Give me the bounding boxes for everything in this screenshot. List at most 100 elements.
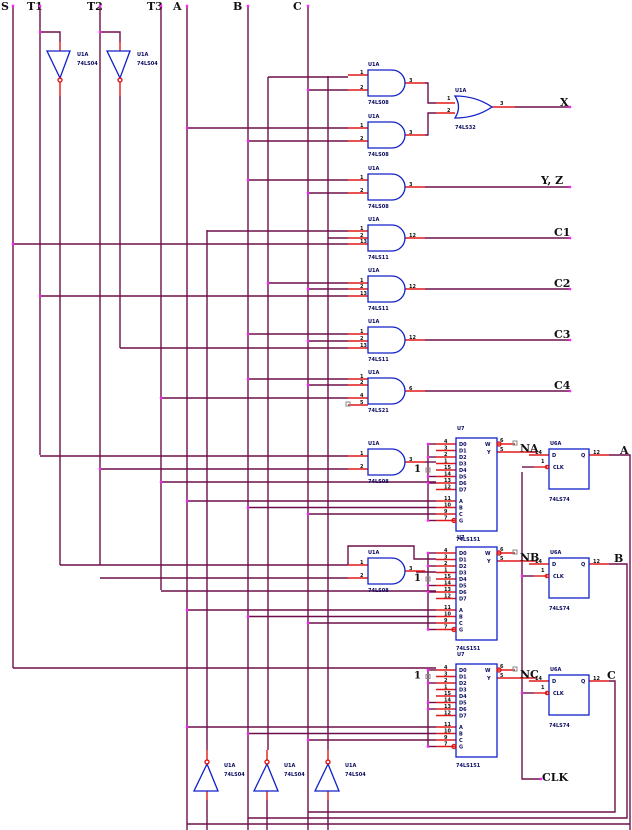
junction-dot — [520, 574, 524, 578]
pin-name: D4 — [459, 694, 467, 700]
part-type: 74LS08 — [368, 204, 389, 210]
clock-bubble — [544, 464, 550, 470]
inverter-b[interactable]: U1A 74LS04 — [252, 759, 305, 792]
pin-name: D7 — [459, 488, 467, 494]
pin-name: D2 — [459, 564, 467, 570]
junction-dot — [185, 608, 189, 612]
part-type: 74LS08 — [368, 479, 389, 485]
pin-number: 10 — [444, 729, 451, 735]
pin-number: 2 — [360, 464, 364, 470]
pin-number: 5 — [360, 400, 364, 406]
and-gate-symbol — [367, 121, 406, 149]
pin-number: 1 — [360, 278, 364, 284]
net-label-na: NA — [520, 442, 539, 455]
junction-dot — [266, 281, 270, 285]
junction-dot — [185, 725, 189, 729]
pin-number: 1 — [360, 123, 364, 129]
constant-one-label: 1 — [414, 464, 421, 475]
inverter-t1[interactable]: U1A 74LS04 — [45, 50, 98, 83]
pin-name: D6 — [459, 707, 467, 713]
pin-number: 7 — [444, 625, 448, 631]
or-gate-x[interactable]: U1A 74LS32 1 2 3 — [447, 88, 504, 131]
pin-number: 14 — [535, 559, 542, 565]
junction-dot — [568, 389, 572, 393]
pin-name: D0 — [459, 551, 467, 557]
junction-dot — [306, 287, 310, 291]
junction-dot — [185, 499, 189, 503]
output-label-c: C — [607, 669, 616, 682]
constant-one-label: 1 — [414, 671, 421, 682]
junction-dot — [185, 4, 189, 8]
part-type: 74LS74 — [549, 723, 570, 729]
pin-name: W — [485, 442, 491, 448]
pin-number: 2 — [444, 452, 448, 458]
pin-number: 4 — [444, 665, 448, 671]
pin-name: Y — [486, 559, 491, 565]
pin-name: D3 — [459, 688, 467, 694]
pin-number: 3 — [444, 555, 448, 561]
output-label-c4: C4 — [554, 379, 571, 392]
pin-name: G — [459, 745, 463, 751]
junction-dot — [426, 481, 430, 485]
inverter-a[interactable]: U1A 74LS04 — [192, 759, 245, 792]
active-low-bubble — [451, 743, 457, 750]
pin-number: 6 — [500, 438, 504, 444]
pin-name-q: Q — [581, 679, 585, 685]
feedback-a — [609, 454, 631, 830]
inverter-t2[interactable]: U1A 74LS04 — [105, 50, 158, 83]
junction-dot — [246, 615, 250, 618]
part-ref: U1A — [368, 217, 380, 223]
pin-number: 13 — [444, 478, 451, 484]
output-label-c1: C1 — [554, 226, 570, 239]
pin-number: 1 — [541, 568, 545, 574]
pin-name-d: D — [552, 453, 556, 459]
inverter-c[interactable]: U1A 74LS04 — [313, 759, 366, 792]
part-ref: U1A — [368, 114, 380, 120]
pin-name: D7 — [459, 714, 467, 720]
part-ref: U1A — [368, 441, 380, 447]
pin-wires — [59, 42, 609, 800]
part-type: 74LS11 — [368, 306, 389, 312]
pin-number: 1 — [444, 459, 448, 465]
pin-name-clk: CLK — [553, 465, 565, 471]
no-connect — [512, 666, 518, 672]
part-ref: U1A — [368, 268, 380, 274]
and-gate-symbol — [367, 173, 406, 201]
pin-name: D2 — [459, 455, 467, 461]
pin-name: D5 — [459, 584, 467, 590]
pin-name: D6 — [459, 481, 467, 487]
clock-bubble — [544, 690, 550, 696]
part-type: 74LS74 — [549, 606, 570, 612]
junction-dot — [426, 551, 430, 555]
pin-number: 6 — [500, 547, 504, 553]
net-label-nc: NC — [520, 668, 539, 681]
output-label-c2: C2 — [554, 277, 570, 290]
output-label-a: A — [619, 444, 629, 457]
junction-dots — [11, 4, 572, 781]
pin-name: D1 — [459, 558, 467, 564]
pin-number: 1 — [360, 560, 364, 566]
part-type: 74LS21 — [368, 408, 389, 414]
wires — [12, 6, 631, 830]
part-ref: U1A — [455, 88, 467, 94]
pin-number: 2 — [447, 108, 451, 114]
part-type: 74LS04 — [284, 772, 305, 778]
junction-dot — [426, 455, 430, 459]
part-ref: U1A — [368, 550, 380, 556]
part-ref: U1A — [77, 52, 89, 58]
